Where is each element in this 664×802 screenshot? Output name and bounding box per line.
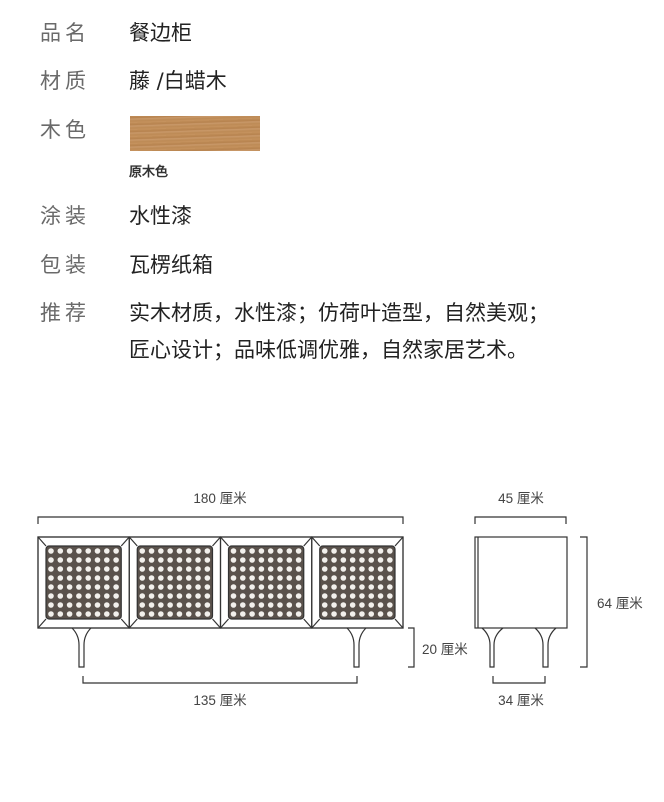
side-leg-right (534, 627, 557, 668)
spec-label-recommend: 推荐 (40, 301, 90, 325)
spec-value-coating: 水性漆 (129, 204, 192, 228)
spec-value-material: 藤 /白蜡木 (129, 69, 227, 93)
spec-label-wood-color: 木色 (40, 118, 90, 142)
spec-label-coating: 涂装 (40, 204, 90, 228)
leg-depth-dimension-line (492, 676, 546, 684)
width-dimension-line (37, 516, 404, 524)
leg-left (71, 627, 92, 668)
wood-color-swatch (130, 116, 260, 151)
door-panel (128, 536, 222, 629)
spec-label-packaging: 包装 (40, 253, 90, 277)
spec-value-packaging: 瓦楞纸箱 (129, 253, 213, 277)
spec-label-material: 材质 (40, 69, 90, 93)
leg-right (346, 627, 367, 668)
spec-value-name: 餐边柜 (129, 21, 192, 45)
leg-depth-label: 34 厘米 (498, 693, 544, 708)
wood-color-name: 原木色 (129, 165, 169, 180)
height-label: 64 厘米 (597, 596, 643, 611)
spec-value-recommend-line2: 匠心设计；品味低调优雅，自然家居艺术。 (129, 338, 528, 362)
depth-dimension-line (474, 516, 567, 524)
cabinet-side (474, 536, 568, 629)
leg-height-dimension-line (408, 627, 415, 668)
depth-label: 45 厘米 (498, 491, 544, 506)
height-dimension-line (580, 536, 588, 668)
leg-height-label: 20 厘米 (422, 642, 468, 657)
side-leg-left (481, 627, 504, 668)
spec-value-recommend-line1: 实木材质，水性漆；仿荷叶造型，自然美观； (129, 301, 549, 325)
leg-span-label: 135 厘米 (193, 693, 247, 708)
door-panel (311, 536, 404, 629)
door-panel (37, 536, 130, 629)
leg-span-dimension-line (82, 676, 358, 684)
spec-label-name: 品名 (40, 21, 90, 45)
door-panel (219, 536, 313, 629)
width-label: 180 厘米 (193, 491, 247, 506)
